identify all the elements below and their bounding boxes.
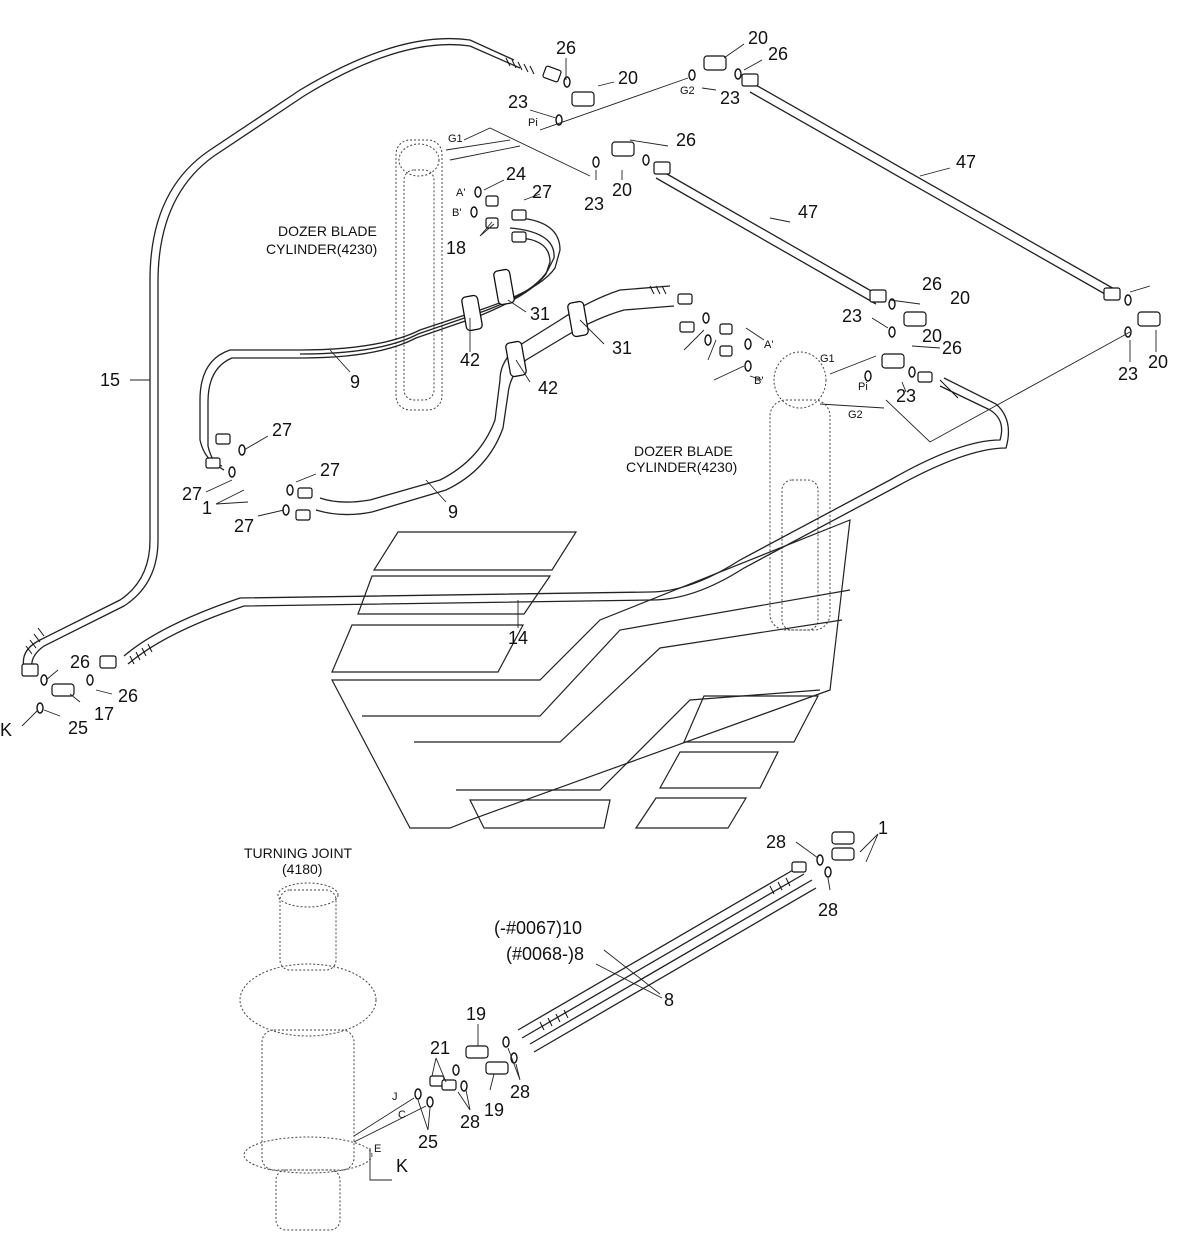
callout-number: 26 [676, 130, 696, 150]
caption-serial-10: (-#0067)10 [494, 918, 582, 938]
caption-right-cylinder-line1: DOZER BLADE [634, 443, 733, 459]
port-label: J [392, 1091, 398, 1103]
callout-number: 26 [118, 686, 138, 706]
clamps [461, 268, 589, 378]
caption-left-cylinder-line2: CYLINDER(4230) [266, 241, 377, 257]
port-label: E [374, 1143, 381, 1155]
callout-number: 20 [748, 28, 768, 48]
port-label: Pi [528, 117, 538, 129]
callout-number: 28 [460, 1112, 480, 1132]
hose-14 [123, 377, 1010, 665]
callout-number: 26 [556, 38, 576, 58]
callout-number: 47 [798, 202, 818, 222]
callout-number: 31 [612, 338, 632, 358]
captions: DOZER BLADE CYLINDER(4230) DOZER BLADE C… [244, 223, 737, 964]
callout-number: 27 [272, 420, 292, 440]
callout-number: 28 [510, 1082, 530, 1102]
port-label: K [396, 1156, 408, 1176]
callout-number: 14 [508, 628, 528, 648]
port-label: B' [754, 375, 763, 387]
callout-number: 20 [612, 180, 632, 200]
hose-15 [22, 37, 521, 669]
callout-number: 47 [956, 152, 976, 172]
port-label: A' [456, 187, 465, 199]
hose-9-upper [199, 217, 561, 471]
callout-number: 23 [584, 194, 604, 214]
left-dozer-cylinder-outline [395, 139, 443, 411]
port-label: G2 [848, 409, 863, 421]
leader-lines [21, 43, 1157, 1181]
port-label: G1 [820, 353, 835, 365]
caption-serial-8: (#0068-)8 [506, 944, 584, 964]
right-dozer-cylinder-outline [769, 351, 831, 631]
callout-number: 15 [100, 370, 120, 390]
port-label: Pi [858, 381, 868, 393]
callout-number: 9 [350, 372, 360, 392]
caption-turning-joint-line2: (4180) [282, 861, 322, 877]
callout-number: 19 [466, 1004, 486, 1024]
callout-number: 1 [202, 498, 212, 518]
port-label: G1 [448, 133, 463, 145]
callout-number: 27 [182, 484, 202, 504]
callout-number: 23 [1118, 364, 1138, 384]
callout-number: 31 [530, 304, 550, 324]
callout-number: 23 [720, 88, 740, 108]
turning-joint-outline [239, 882, 377, 1231]
callout-number: 42 [460, 350, 480, 370]
callout-number: 20 [950, 288, 970, 308]
callout-number: 8 [664, 990, 674, 1010]
hose-9-lower [315, 285, 675, 516]
hose-47-mid [655, 169, 881, 305]
frame-outline [331, 519, 851, 829]
port-label: C [398, 1109, 406, 1121]
fittings [21, 55, 1161, 1091]
callout-number: 25 [418, 1132, 438, 1152]
part-callouts: 26 20 23 20 26 23 26 20 23 47 47 24 27 1… [68, 28, 1168, 1152]
callout-number: 9 [448, 502, 458, 522]
callout-number: 27 [532, 182, 552, 202]
port-label: B' [452, 207, 461, 219]
callout-number: 20 [922, 326, 942, 346]
callout-number: 25 [68, 718, 88, 738]
callout-number: 21 [430, 1038, 450, 1058]
callout-number: 27 [320, 460, 340, 480]
caption-right-cylinder-line2: CYLINDER(4230) [626, 459, 737, 475]
callout-number: 26 [922, 274, 942, 294]
callout-number: 19 [484, 1100, 504, 1120]
callout-number: 20 [1148, 352, 1168, 372]
callout-number: 28 [818, 900, 838, 920]
callout-number: 26 [942, 338, 962, 358]
callout-number: 17 [94, 704, 114, 724]
callout-number: 42 [538, 378, 558, 398]
callout-number: 20 [618, 68, 638, 88]
port-label: G2 [680, 85, 695, 97]
hose-8-10 [517, 865, 817, 1053]
callout-number: 23 [508, 92, 528, 112]
callout-number: 28 [766, 832, 786, 852]
callout-number: 18 [446, 238, 466, 258]
caption-turning-joint-line1: TURNING JOINT [244, 845, 353, 861]
port-labels: Pi G1 G2 A' B' A' B' G1 Pi G2 J C E K K [0, 85, 868, 1176]
port-label: A' [764, 339, 773, 351]
caption-left-cylinder-line1: DOZER BLADE [278, 223, 377, 239]
port-label: K [0, 720, 12, 740]
callout-number: 1 [878, 818, 888, 838]
callout-number: 26 [70, 652, 90, 672]
callout-number: 27 [234, 516, 254, 536]
hose-47-right [749, 83, 1117, 299]
callout-number: 26 [768, 44, 788, 64]
callout-number: 23 [842, 306, 862, 326]
callout-number: 24 [506, 164, 526, 184]
hose-grip-hatches [25, 57, 959, 1031]
o-rings [36, 68, 1132, 1108]
callout-number: 23 [896, 386, 916, 406]
